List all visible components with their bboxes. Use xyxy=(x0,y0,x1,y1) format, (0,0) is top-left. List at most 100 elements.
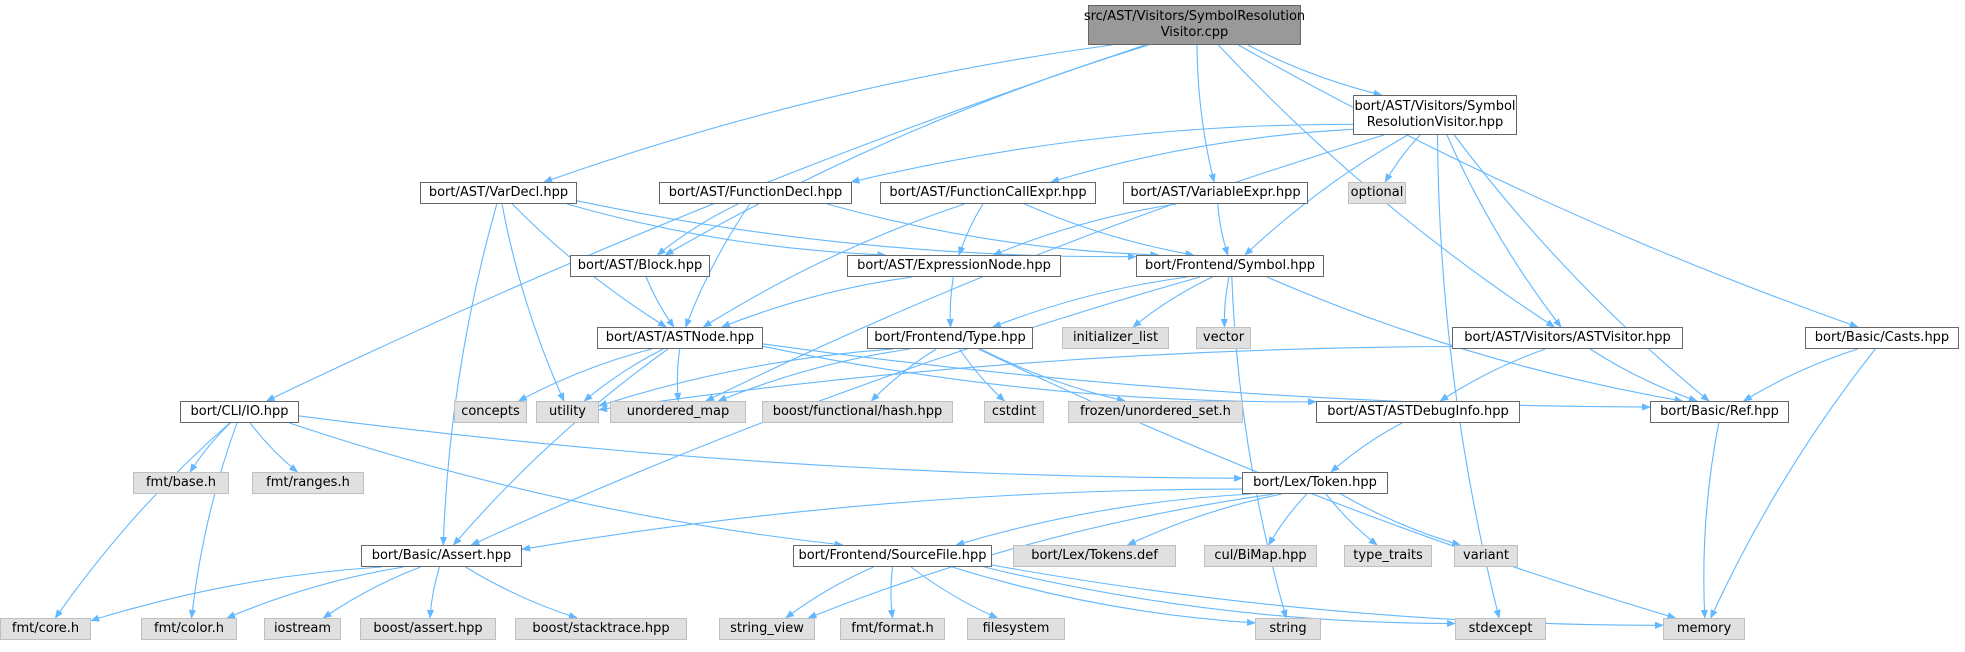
edge-type-to-memory xyxy=(978,348,1677,620)
node-astnode[interactable]: bort/AST/ASTNode.hpp xyxy=(597,327,763,349)
edge-token-to-type-traits xyxy=(1325,493,1378,546)
edge-assert-to-boost-assert xyxy=(426,566,441,619)
node-iostream: iostream xyxy=(264,618,341,640)
edge-srv-hpp-to-ref xyxy=(1453,134,1710,402)
edge-srv-hpp-to-astvisitor xyxy=(1446,134,1562,328)
edge-assert-to-fmt-color xyxy=(226,566,404,619)
edge-sourcefile-to-string xyxy=(951,566,1256,626)
node-ref[interactable]: bort/Basic/Ref.hpp xyxy=(1650,401,1789,423)
node-label-line: fmt/core.h xyxy=(11,621,80,636)
node-cli-io[interactable]: bort/CLI/IO.hpp xyxy=(180,401,299,423)
edge-exprnode-to-type xyxy=(946,276,954,328)
node-label-line: fmt/base.h xyxy=(145,475,217,490)
edge-cli-io-to-token xyxy=(298,415,1243,482)
edge-astnode-to-assert xyxy=(452,348,669,546)
edge-token-to-tokens-def xyxy=(1126,493,1282,546)
edge-assert-to-iostream xyxy=(322,566,421,619)
edge-token-to-assert xyxy=(521,488,1243,552)
node-boost-stacktrace: boost/stacktrace.hpp xyxy=(515,618,687,640)
edge-token-to-string-view xyxy=(807,493,1274,619)
node-cstdint: cstdint xyxy=(984,401,1044,423)
node-fmt-core: fmt/core.h xyxy=(0,618,91,640)
node-label-line: fmt/ranges.h xyxy=(266,475,350,490)
node-label-line: type_traits xyxy=(1353,548,1423,563)
node-label-line: boost/assert.hpp xyxy=(373,621,483,636)
node-memory: memory xyxy=(1663,618,1745,640)
node-label-line: bort/AST/ASTNode.hpp xyxy=(605,330,755,345)
edge-srv-hpp-to-funccall xyxy=(1050,128,1354,184)
node-type[interactable]: bort/Frontend/Type.hpp xyxy=(867,327,1033,349)
edge-symbol-to-init-list xyxy=(1132,276,1213,328)
node-block[interactable]: bort/AST/Block.hpp xyxy=(570,255,710,277)
edge-astnode-to-concepts xyxy=(517,348,652,402)
node-sourcefile[interactable]: bort/Frontend/SourceFile.hpp xyxy=(793,545,992,567)
edge-root-to-srv-hpp xyxy=(1247,44,1383,97)
edge-astnode-to-utility xyxy=(583,348,664,402)
edge-block-to-astnode xyxy=(645,276,675,328)
node-token[interactable]: bort/Lex/Token.hpp xyxy=(1242,472,1388,494)
edge-type-to-unordered-map xyxy=(717,348,910,402)
edge-root-to-casts xyxy=(1238,44,1859,328)
edge-type-to-utility xyxy=(598,348,894,407)
node-label-line: cul/BiMap.hpp xyxy=(1214,548,1307,563)
node-string-view: string_view xyxy=(719,618,815,640)
node-label-line: bort/AST/ASTDebugInfo.hpp xyxy=(1327,404,1509,419)
edge-varexpr-to-symbol xyxy=(1217,203,1229,256)
node-symbol[interactable]: bort/Frontend/Symbol.hpp xyxy=(1136,255,1324,277)
edge-astdebuginfo-to-token xyxy=(1330,422,1403,473)
node-fmt-format: fmt/format.h xyxy=(840,618,945,640)
node-concepts: concepts xyxy=(454,401,527,423)
node-exprnode[interactable]: bort/AST/ExpressionNode.hpp xyxy=(847,255,1061,277)
node-funcdecl[interactable]: bort/AST/FunctionDecl.hpp xyxy=(659,182,852,204)
edge-token-to-variant xyxy=(1340,493,1462,547)
node-label-line: initializer_list xyxy=(1072,330,1159,345)
node-variant: variant xyxy=(1454,545,1518,567)
edge-vardecl-to-symbol xyxy=(576,200,1137,261)
node-label-line: filesystem xyxy=(982,621,1050,636)
edge-casts-to-memory xyxy=(1710,348,1876,619)
node-astdebuginfo[interactable]: bort/AST/ASTDebugInfo.hpp xyxy=(1316,401,1520,423)
node-label-line: string_view xyxy=(730,621,804,636)
node-label-line: cstdint xyxy=(991,404,1037,419)
node-label-line: bort/Frontend/Symbol.hpp xyxy=(1144,258,1316,273)
edge-funcdecl-to-astnode xyxy=(685,203,751,328)
node-label-line: concepts xyxy=(461,404,520,419)
edge-cli-io-to-fmt-core xyxy=(54,422,231,619)
node-label-line: bort/AST/FunctionCallExpr.hpp xyxy=(889,185,1087,200)
node-label-line: variant xyxy=(1463,548,1509,563)
edge-funcdecl-to-symbol xyxy=(826,203,1160,259)
edge-vardecl-to-assert xyxy=(439,203,498,546)
edge-token-to-sourcefile xyxy=(955,493,1252,547)
node-label-line: bort/AST/ExpressionNode.hpp xyxy=(857,258,1051,273)
node-label-line: string xyxy=(1269,621,1307,636)
node-label-line: bort/Basic/Ref.hpp xyxy=(1660,404,1779,419)
edge-sourcefile-to-fmt-format xyxy=(887,566,896,619)
node-label-line: memory xyxy=(1676,621,1732,636)
node-unordered-map: unordered_map xyxy=(610,401,746,423)
node-varexpr[interactable]: bort/AST/VariableExpr.hpp xyxy=(1123,182,1308,204)
edge-root-to-cli-io xyxy=(265,44,1146,402)
edge-root-to-vardecl xyxy=(543,44,1112,183)
edge-assert-to-fmt-core xyxy=(90,566,382,622)
node-funccall[interactable]: bort/AST/FunctionCallExpr.hpp xyxy=(880,182,1096,204)
edge-symbol-to-vector xyxy=(1220,276,1230,328)
node-label-line: bort/CLI/IO.hpp xyxy=(190,404,289,419)
edge-casts-to-ref xyxy=(1742,348,1858,402)
node-fmt-ranges: fmt/ranges.h xyxy=(252,472,364,494)
node-label-line: bort/AST/VarDecl.hpp xyxy=(428,185,569,200)
edge-astnode-to-ref xyxy=(762,343,1651,411)
node-assert[interactable]: bort/Basic/Assert.hpp xyxy=(361,545,522,567)
node-astvisitor[interactable]: bort/AST/Visitors/ASTVisitor.hpp xyxy=(1452,327,1683,349)
node-label-line: bort/Frontend/Type.hpp xyxy=(874,330,1026,345)
node-casts[interactable]: bort/Basic/Casts.hpp xyxy=(1805,327,1959,349)
node-label-line: bort/Basic/Casts.hpp xyxy=(1814,330,1950,345)
node-label-line: fmt/format.h xyxy=(851,621,934,636)
node-vardecl[interactable]: bort/AST/VarDecl.hpp xyxy=(420,182,577,204)
node-label-line: bort/AST/VariableExpr.hpp xyxy=(1130,185,1301,200)
node-utility: utility xyxy=(536,401,599,423)
edge-sourcefile-to-memory xyxy=(991,564,1664,629)
node-fmt-color: fmt/color.h xyxy=(141,618,237,640)
